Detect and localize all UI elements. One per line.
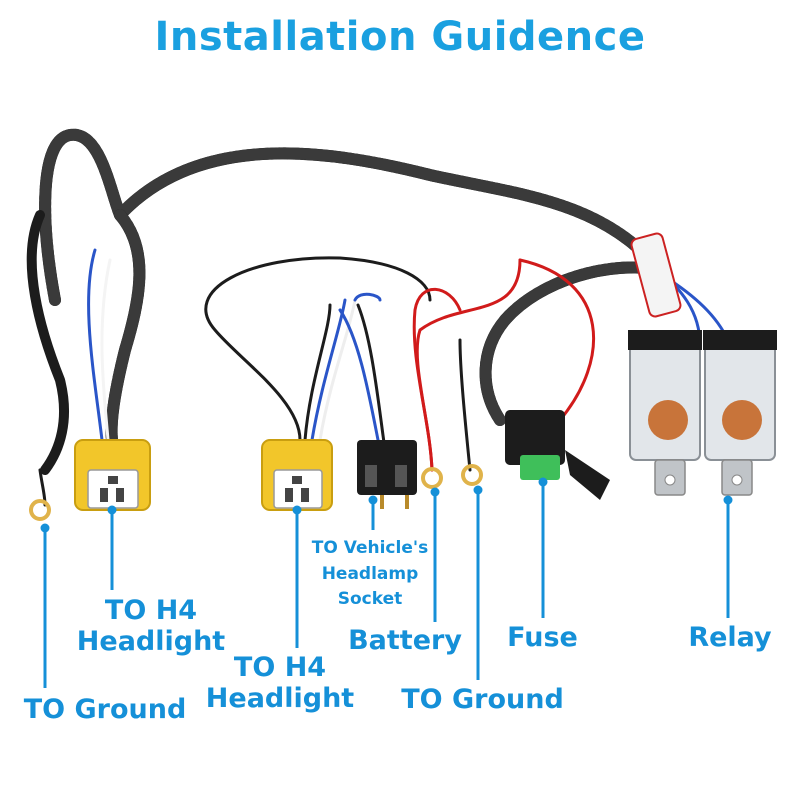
fuse-holder: [505, 410, 610, 500]
label-to-h4-headlight-left: TO H4 Headlight: [76, 595, 226, 657]
ring-terminal-battery: [421, 467, 443, 489]
relay-right: [703, 330, 777, 496]
vehicle-socket-connector: [357, 440, 417, 509]
callout-pointers: [40, 477, 733, 688]
label-socket-line2: Headlamp: [321, 563, 419, 584]
label-vehicle-headlamp-socket: TO Vehicle's Headlamp Socket: [295, 536, 445, 613]
label-socket-line1: TO Vehicle's: [311, 538, 429, 558]
h4-connector-middle: [261, 439, 333, 511]
label-relay: Relay: [688, 622, 772, 653]
label-fuse: Fuse: [507, 622, 578, 653]
corrugated-harness: [26, 128, 666, 475]
label-h4-left-line2: Headlight: [76, 626, 226, 658]
ring-terminal-ground-left: [29, 499, 51, 521]
label-socket-line3: Socket: [337, 589, 403, 609]
relay-left: [628, 330, 702, 496]
page-title: Installation Guidence: [154, 14, 646, 60]
label-h4-mid-line2: Headlight: [205, 683, 355, 715]
label-to-ground-left: TO Ground: [23, 694, 187, 725]
thin-wires: [38, 248, 732, 507]
label-h4-mid-line1: TO H4: [233, 652, 327, 683]
ring-terminals: [29, 464, 483, 521]
label-to-ground-middle: TO Ground: [401, 684, 564, 715]
h4-connector-left: [74, 439, 151, 511]
label-to-h4-headlight-middle: TO H4 Headlight: [205, 652, 355, 714]
harness-tag: [630, 232, 682, 318]
label-h4-left-line1: TO H4: [104, 595, 198, 626]
label-battery: Battery: [348, 625, 462, 656]
ring-terminal-ground-mid: [461, 464, 483, 486]
